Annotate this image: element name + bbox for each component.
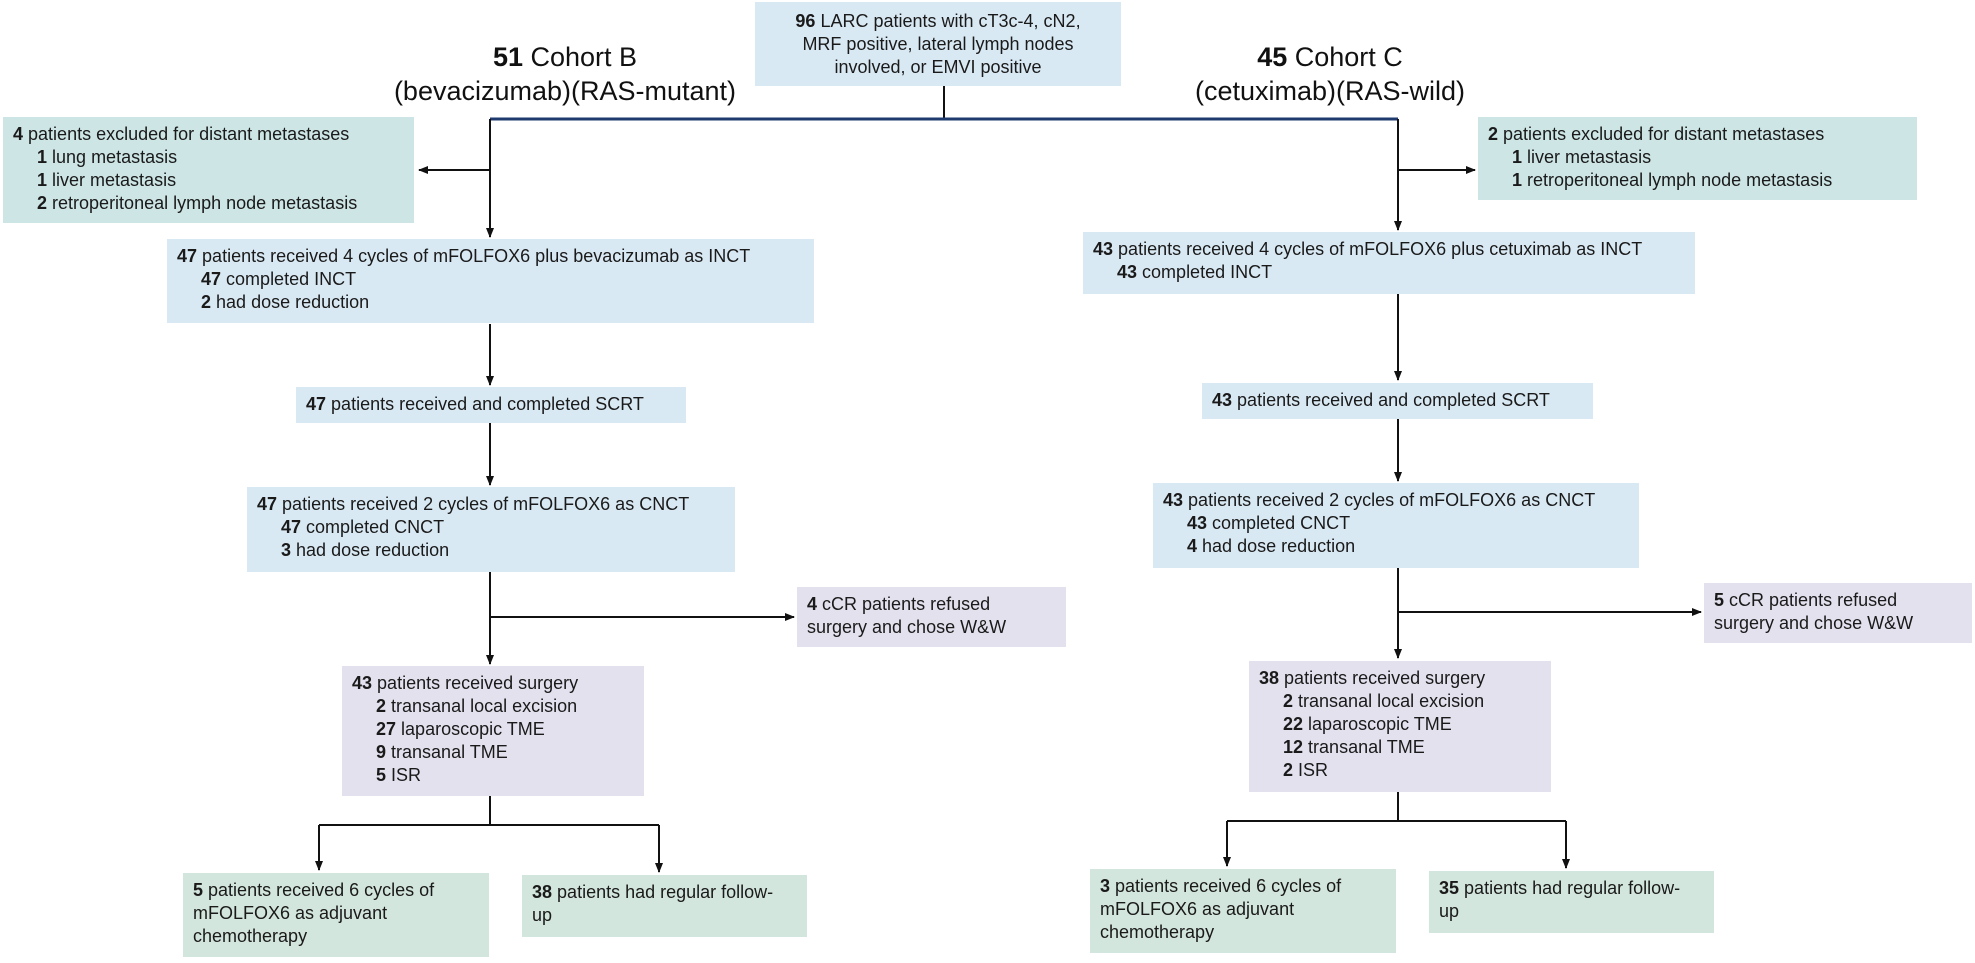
list-item: 1 retroperitoneal lymph node metastasis — [1512, 170, 1833, 190]
top-line-3: involved, or EMVI positive — [834, 57, 1042, 77]
cohortC-heading: 45 Cohort C (cetuximab)(RAS-wild) — [1160, 40, 1500, 108]
list-item: 9 transanal TME — [376, 742, 508, 762]
list-item: 1 liver metastasis — [1512, 147, 1652, 167]
list-item: 2 retroperitoneal lymph node metastasis — [37, 193, 358, 213]
list-item: 1 liver metastasis — [37, 170, 177, 190]
cohortB-surgery-box: 43 patients received surgery 2 transanal… — [342, 666, 644, 796]
list-item: 27 laparoscopic TME — [376, 719, 545, 739]
top-line-2: MRF positive, lateral lymph nodes — [802, 34, 1074, 54]
list-item: 2 had dose reduction — [201, 292, 370, 312]
cohortB-subtitle: (bevacizumab)(RAS-mutant) — [393, 76, 737, 106]
cohortB-title: Cohort B — [530, 42, 638, 72]
list-item: 5 ISR — [376, 765, 422, 785]
cohortB-excluded-box: 4 patients excluded for distant metastas… — [3, 117, 414, 223]
cohortC-title: Cohort C — [1294, 42, 1403, 72]
cohortC-surgery-box: 38 patients received surgery 2 transanal… — [1249, 661, 1551, 792]
cohortB-followup-box: 38 patients had regular follow- up — [522, 875, 807, 937]
top-line-1: LARC patients with cT3c-4, cN2, — [820, 11, 1081, 31]
cohortC-count: 45 — [1257, 42, 1288, 72]
cohortB-cnct-box: 47 patients received 2 cycles of mFOLFOX… — [247, 487, 735, 572]
cohortC-followup-box: 35 patients had regular follow- up — [1429, 871, 1714, 933]
list-item: 3 had dose reduction — [281, 540, 450, 560]
list-item: 47 completed CNCT — [281, 517, 445, 537]
list-item: 2 transanal local excision — [1283, 691, 1485, 711]
list-item: 1 lung metastasis — [37, 147, 178, 167]
cohortC-ww-box: 5 cCR patients refused surgery and chose… — [1704, 583, 1972, 643]
top-enrollment-box: 96 LARC patients with cT3c-4, cN2, MRF p… — [755, 2, 1121, 86]
cohortB-adjuvant-box: 5 patients received 6 cycles of mFOLFOX6… — [183, 873, 489, 957]
cohortC-scrt-box: 43 patients received and completed SCRT — [1202, 383, 1593, 419]
cohortB-heading: 51 Cohort B (bevacizumab)(RAS-mutant) — [380, 40, 750, 108]
list-item: 12 transanal TME — [1283, 737, 1425, 757]
cohortB-count: 51 — [492, 42, 523, 72]
list-item: 43 completed CNCT — [1187, 513, 1351, 533]
list-item: 2 ISR — [1283, 760, 1329, 780]
cohortC-subtitle: (cetuximab)(RAS-wild) — [1194, 76, 1466, 106]
list-item: 4 had dose reduction — [1187, 536, 1356, 556]
list-item: 22 laparoscopic TME — [1283, 714, 1452, 734]
list-item: 47 completed INCT — [201, 269, 357, 289]
cohortB-ww-box: 4 cCR patients refused surgery and chose… — [797, 587, 1066, 647]
cohortC-adjuvant-box: 3 patients received 6 cycles of mFOLFOX6… — [1090, 869, 1396, 953]
cohortB-inct-box: 47 patients received 4 cycles of mFOLFOX… — [167, 239, 814, 323]
cohortC-inct-box: 43 patients received 4 cycles of mFOLFOX… — [1083, 232, 1695, 294]
top-count: 96 — [795, 11, 816, 31]
cohortC-excluded-box: 2 patients excluded for distant metastas… — [1478, 117, 1917, 200]
cohortB-scrt-box: 47 patients received and completed SCRT — [296, 387, 686, 423]
list-item: 43 completed INCT — [1117, 262, 1273, 282]
list-item: 2 transanal local excision — [376, 696, 578, 716]
cohortC-cnct-box: 43 patients received 2 cycles of mFOLFOX… — [1153, 483, 1639, 568]
